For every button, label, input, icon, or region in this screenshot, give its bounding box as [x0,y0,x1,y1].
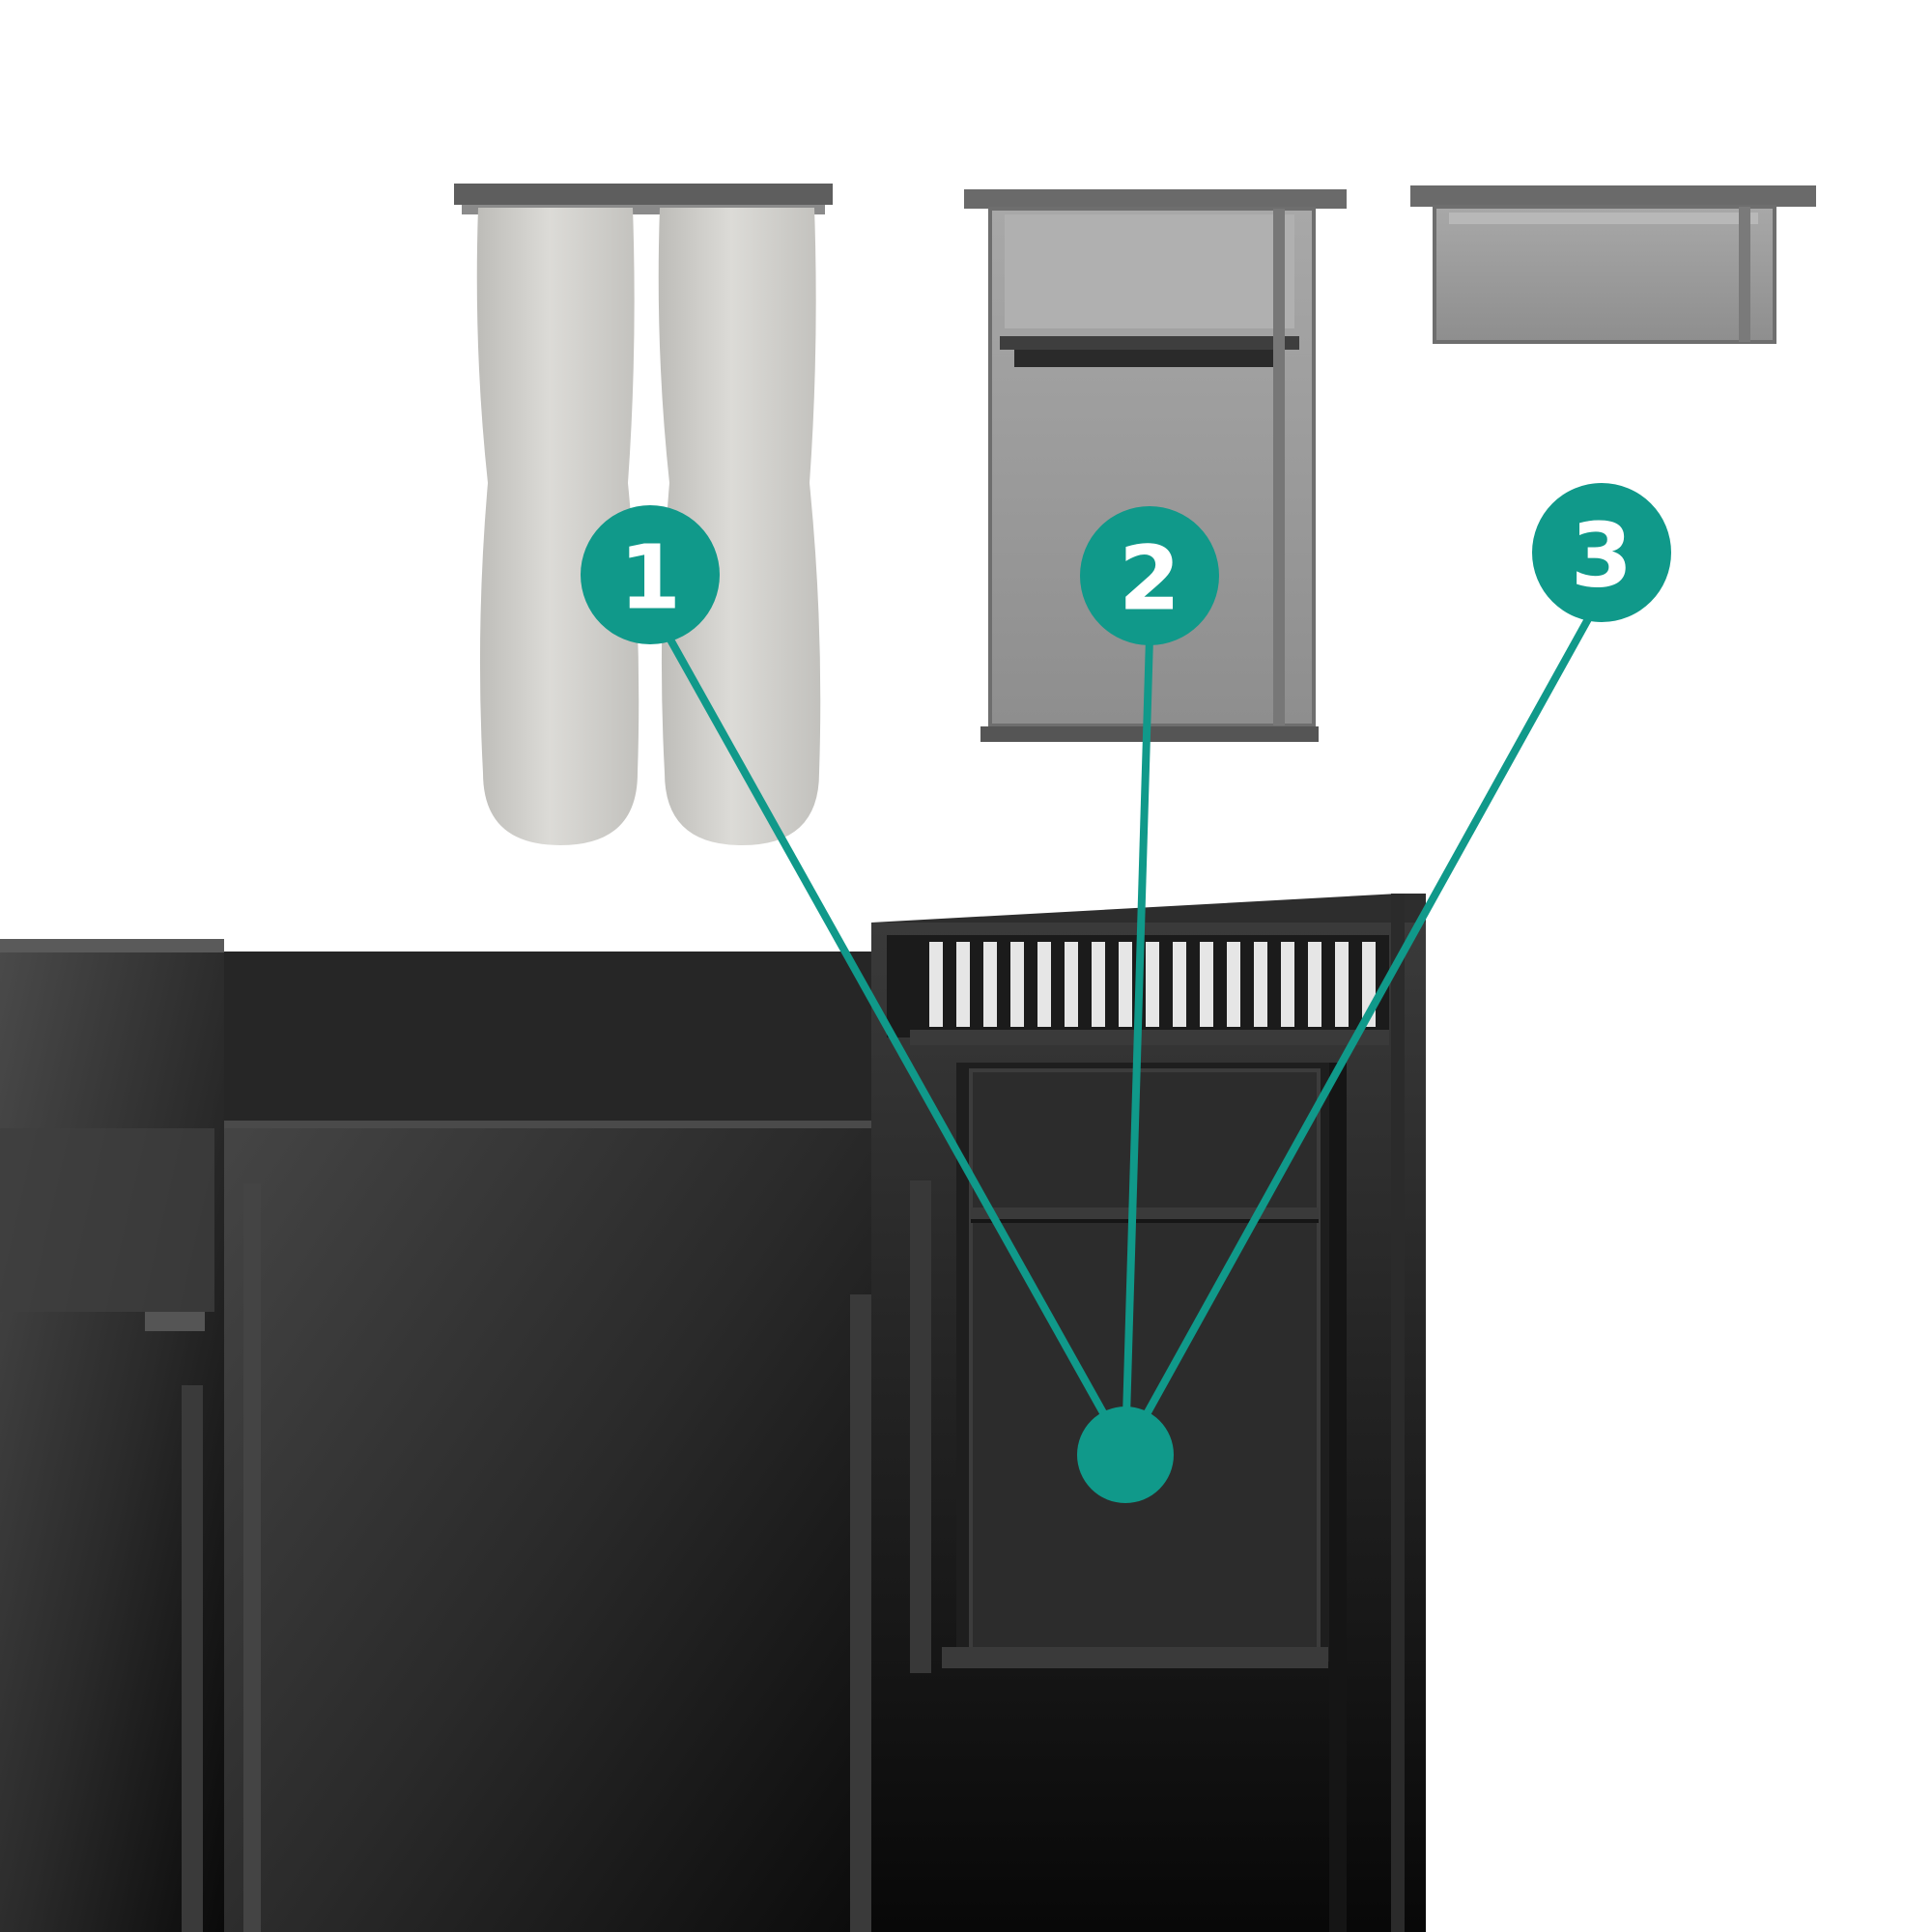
tray-inner-lip [1449,213,1758,224]
sump-outer-right-edge [1391,894,1405,1932]
sump-grille [929,942,1376,1027]
sump-left-wall [910,1180,931,1673]
sump-grille-base [910,1030,1389,1045]
grille-bar [1227,942,1240,1027]
callout-badge-2: 2 [1080,506,1219,645]
shallow-filter-tray [1410,185,1816,344]
callout-badge-3-number: 3 [1571,504,1633,608]
grille-bar [1092,942,1105,1027]
tray-body [1433,205,1776,344]
main-panel-lid-edge [224,1121,891,1128]
grille-bar [1119,942,1132,1027]
filter-socks-top-plate [454,184,833,205]
main-panel-lid [224,952,891,1125]
basket-divider [1000,336,1299,350]
left-panel-top-edge [0,939,224,952]
grille-bar [1200,942,1213,1027]
grille-bar [956,942,970,1027]
grille-bar [1010,942,1024,1027]
left-panel-glass [0,1128,214,1312]
leader-line-1 [663,631,1127,1451]
leader-line-3 [1123,607,1598,1451]
callout-badge-3-circle [1532,483,1671,622]
sump-inner-shelf-2 [971,1219,1319,1223]
filter-sock-left [476,208,639,845]
callout-leaders [663,607,1598,1503]
callout-badge-2-circle [1080,506,1219,645]
main-panel-right-rail [850,1294,873,1932]
callout-badge-1-circle [581,505,720,644]
callout-badge-3: 3 [1532,483,1671,622]
basket-upper-window [1005,214,1294,328]
basket-top-plate [964,189,1347,209]
filter-socks-top-plate-shadow [462,205,825,214]
grille-bar [1065,942,1078,1027]
grille-bar [1281,942,1294,1027]
basket-side-rail [1273,209,1285,725]
callout-badge-1-number: 1 [619,526,681,630]
grille-bar [1173,942,1186,1027]
grille-bar [1308,942,1321,1027]
leader-line-2 [1122,637,1153,1450]
grille-bar [1037,942,1051,1027]
tray-top-plate [1410,185,1816,207]
left-panel-rail [182,1385,203,1932]
grille-bar [983,942,997,1027]
callout-target-dot [1077,1406,1174,1503]
sump-right-wall [1329,1063,1347,1932]
sump-inner-bottom [942,1647,1328,1668]
left-panel-bracket [145,1312,205,1331]
grille-bar [1254,942,1267,1027]
callout-badge-2-number: 2 [1119,527,1180,631]
sump-top-lip [871,894,1426,923]
grille-bar [1335,942,1349,1027]
callout-badge-1: 1 [581,505,720,644]
sump-inner-basket [969,1068,1321,1652]
grille-bar [929,942,943,1027]
tray-side-rail [1739,207,1750,342]
main-panel-left-rail [243,1183,261,1932]
basket-divider-slot [1014,350,1283,367]
sump-inner-shelf [971,1208,1319,1219]
grille-bar [1146,942,1159,1027]
filter-media-basket [964,189,1347,742]
aquarium-cabinet [0,894,1426,1932]
